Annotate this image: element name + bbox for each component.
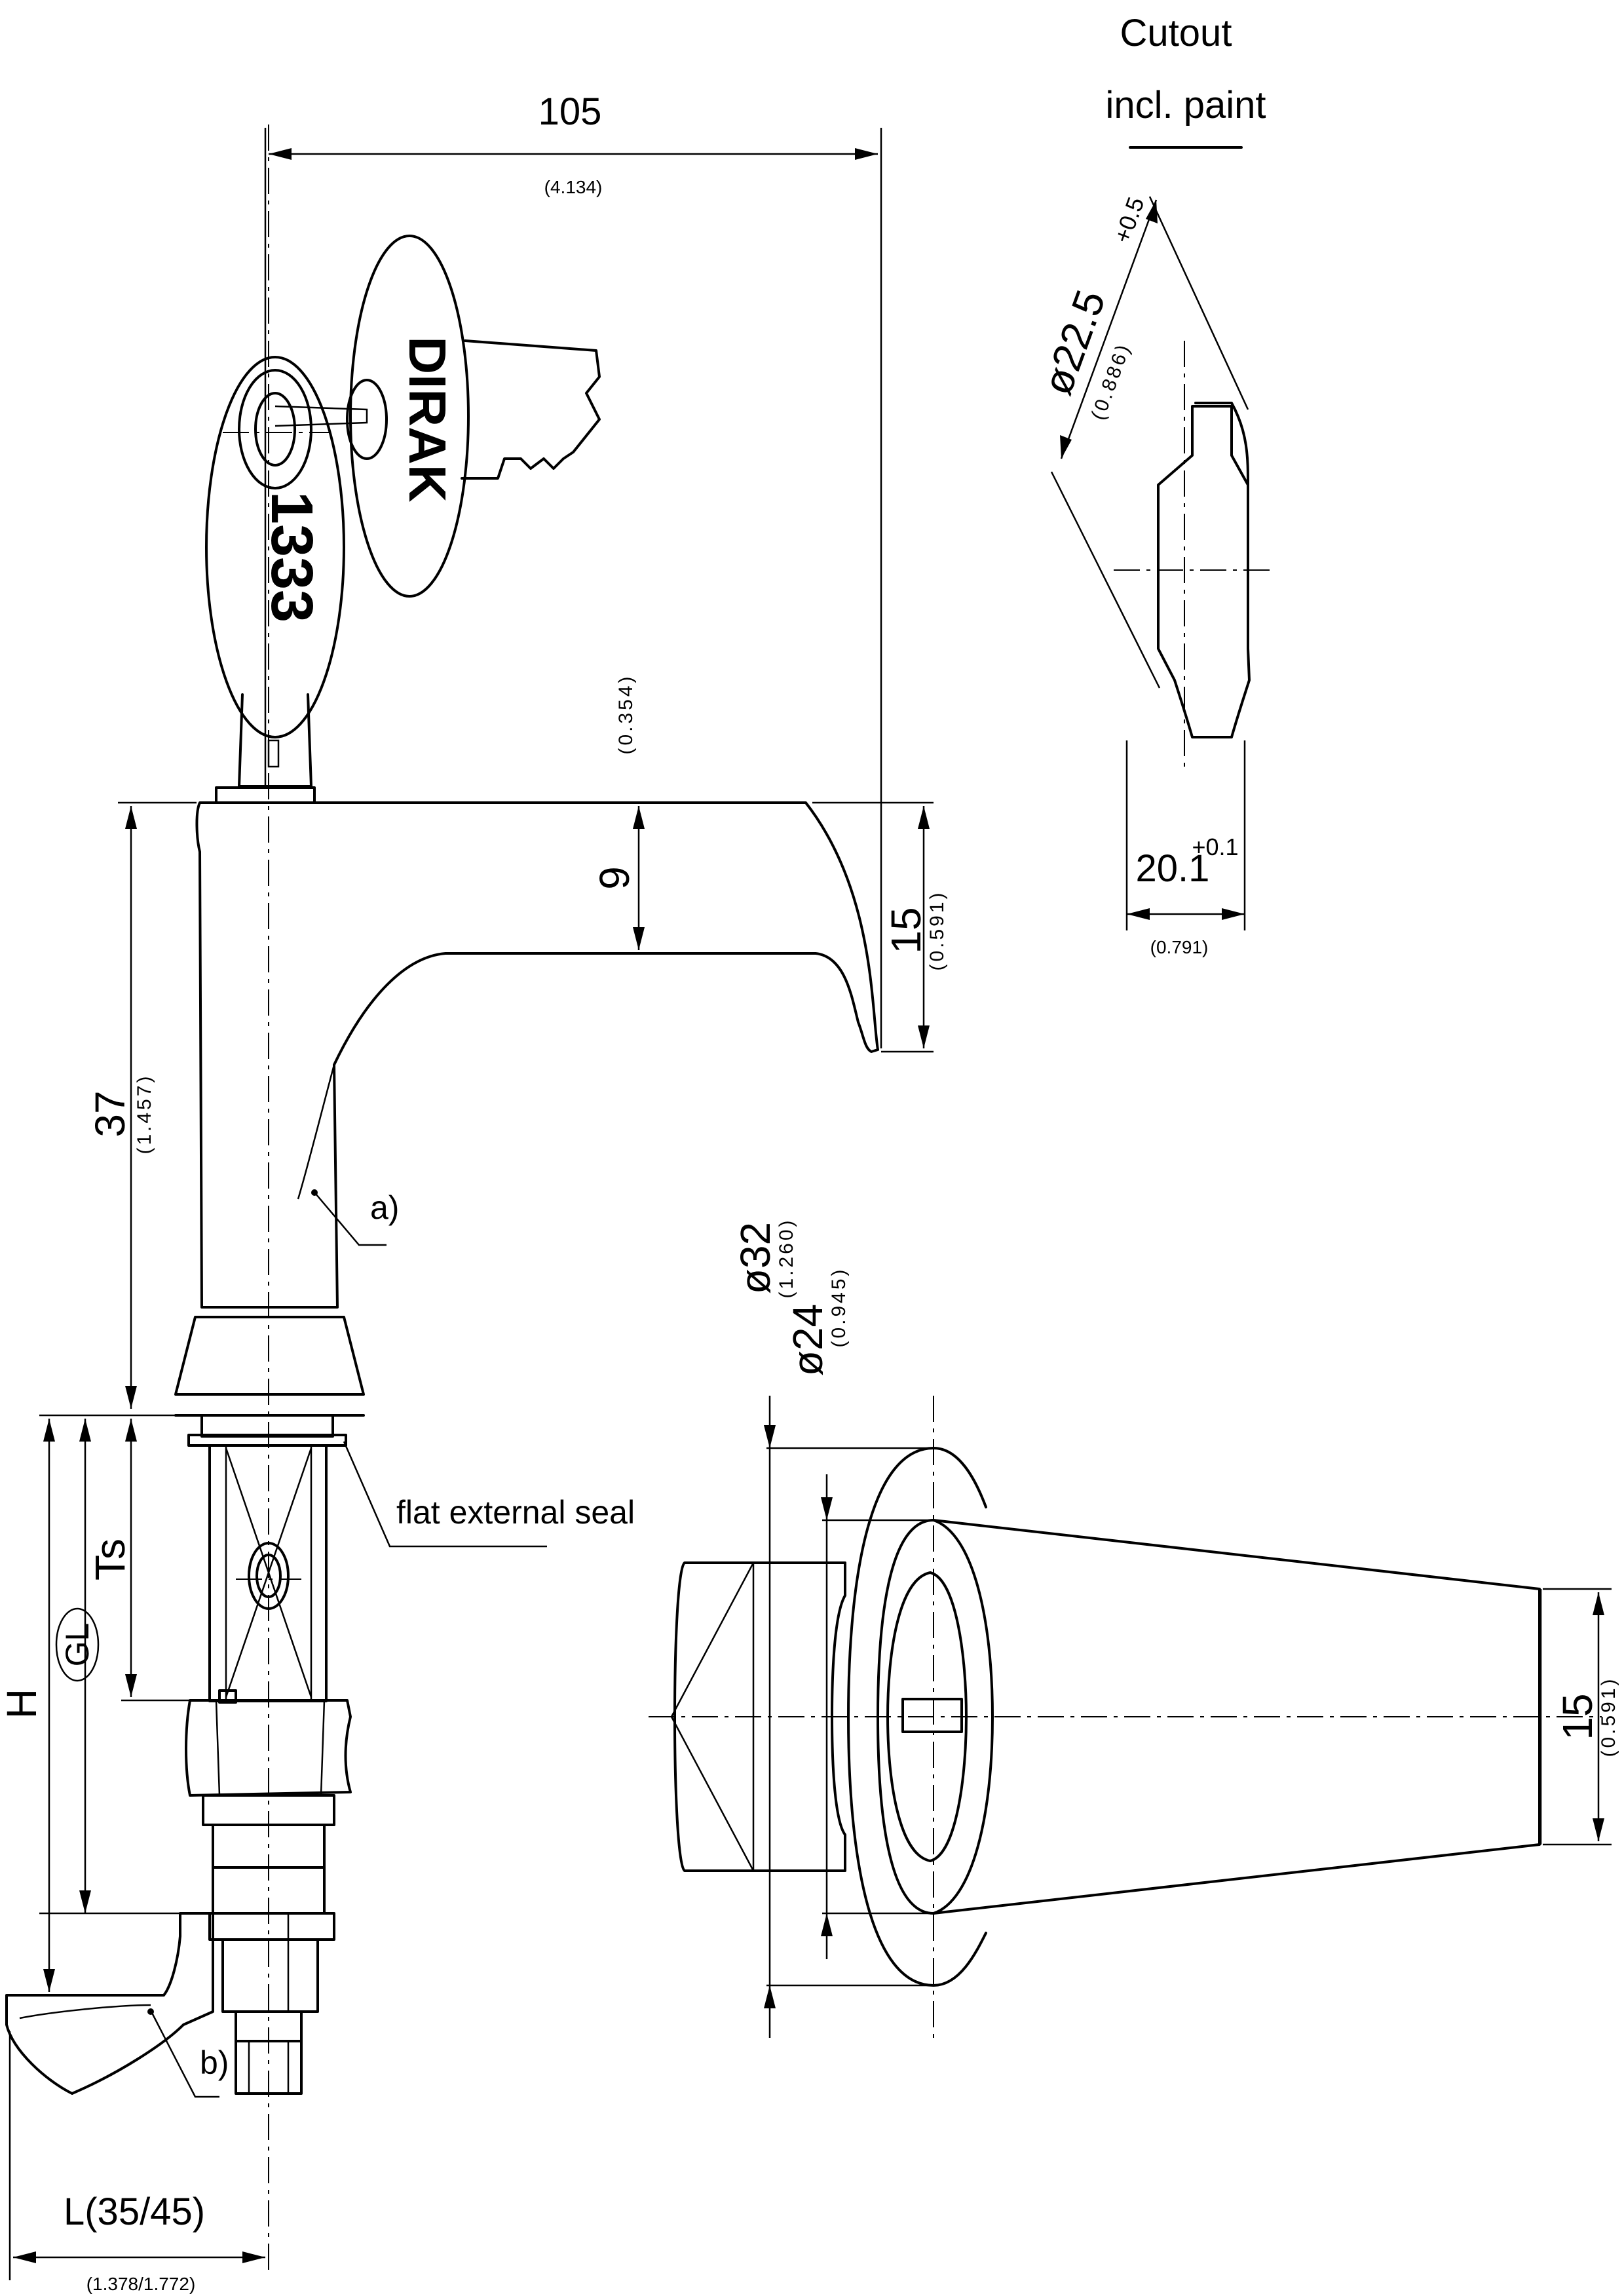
- dim-15-top: 15: [1554, 1693, 1601, 1740]
- dim-dia-32-in: (1.260): [776, 1217, 797, 1298]
- dim-105-in: (4.134): [544, 177, 603, 197]
- cone-base: [174, 1316, 365, 1396]
- dim-l: L(35/45): [64, 2191, 205, 2233]
- lever-top: [932, 1519, 1541, 1915]
- dim-dia-24: ø24: [784, 1304, 831, 1376]
- cutout-title-2: incl. paint: [1105, 84, 1266, 126]
- dim-ts: Ts: [86, 1539, 134, 1580]
- dim-20-1-in: (0.791): [1150, 937, 1209, 957]
- dim-dia-32: ø32: [732, 1222, 779, 1294]
- dim-37: 37: [86, 1090, 134, 1137]
- dim-37-in: (1.457): [134, 1073, 155, 1154]
- dim-15-top-in: (0.591): [1598, 1676, 1619, 1757]
- keys: 1333 DIRAK: [205, 235, 601, 788]
- dim-gl: GL: [59, 1623, 96, 1667]
- dim-dia-24-in: (0.945): [828, 1267, 850, 1347]
- cutout-view: Cutout incl. paint ø22.5 +0.5 (0.886) 20…: [1034, 12, 1271, 957]
- key-1333-bow: [205, 356, 345, 738]
- top-view: ø32 (1.260) ø24 (0.945) 15 (0.591): [649, 1217, 1619, 2044]
- key-brand-text: DIRAK: [398, 336, 457, 503]
- note-a: a): [370, 1189, 399, 1226]
- dim-9-in: (0.354): [615, 674, 637, 754]
- key-dirak-bow: [349, 235, 470, 598]
- dim-20-1-tol: +0.1: [1192, 833, 1238, 860]
- key-seat: [215, 786, 316, 804]
- cutout-shape: [1157, 405, 1251, 738]
- dim-15-side-in: (0.591): [926, 890, 948, 970]
- cam-lever: [5, 1912, 214, 2095]
- dim-dia-22-5-tol: +0.5: [1108, 193, 1150, 246]
- escutcheon: [847, 1447, 987, 1987]
- label-flat-seal: flat external seal: [396, 1494, 635, 1531]
- key-blade: [461, 339, 601, 480]
- dim-105: 105: [538, 90, 602, 133]
- cutout-title-1: Cutout: [1120, 12, 1232, 54]
- note-b: b): [200, 2044, 229, 2081]
- side-view-dimensions: 105 (4.134) 37 (1.457) 9 (0.354) 15 (0.5…: [0, 90, 948, 2294]
- key-slot: [901, 1698, 963, 1733]
- side-view: [5, 124, 879, 2274]
- dim-15-side: 15: [882, 907, 930, 953]
- dim-20-1: 20.1: [1136, 847, 1210, 890]
- dim-l-in: (1.378/1.772): [86, 2274, 196, 2294]
- dim-h: H: [0, 1689, 45, 1719]
- mounting-nut: [185, 1699, 352, 1797]
- cam-top: [673, 1561, 846, 1872]
- dim-9: 9: [591, 866, 638, 890]
- key-number-text: 1333: [259, 491, 324, 622]
